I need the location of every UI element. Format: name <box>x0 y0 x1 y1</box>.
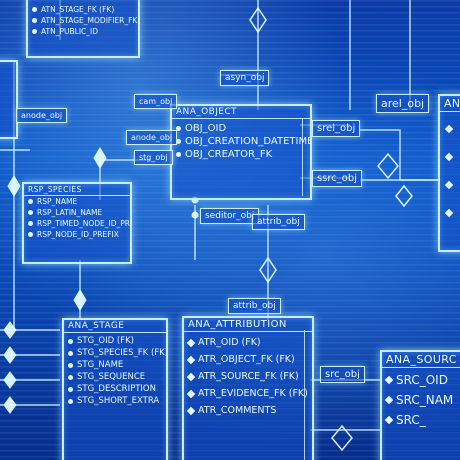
row-label: RSP_LATIN_NAME <box>37 208 103 217</box>
row-label: STG_NAME <box>77 360 124 370</box>
entity-ana-source: ANA_SOURC SRC_OID SRC_NAM SRC_ <box>380 350 460 460</box>
row-label: SRC_NAM <box>396 393 454 407</box>
label-attrib-obj: attrib_obj <box>252 214 305 230</box>
row-label: ATN_STAGE_MODIFIER_FK (FK) <box>41 16 138 25</box>
label-srel-obj: srel_obj <box>312 120 361 137</box>
row-label: STG_SHORT_EXTRA <box>77 396 160 406</box>
diamond-icon <box>93 147 107 169</box>
label-cam-obj: cam_obj <box>134 94 178 109</box>
diamond-icon <box>377 152 399 180</box>
entity-row: STG_DESCRIPTION <box>64 383 166 395</box>
entity-rsp-species: RSP_SPECIES RSP_NAME RSP_LATIN_NAME RSP_… <box>22 182 132 264</box>
row-label: ATN_STAGE_FK (FK) <box>41 5 115 14</box>
entity-row: STG_SHORT_EXTRA <box>64 395 166 407</box>
dot-icon <box>191 211 199 219</box>
entity-row: ATR_SOURCE_FK (FK) <box>184 370 312 383</box>
diamond-icon <box>3 346 17 364</box>
entity-row-markers <box>444 124 454 218</box>
entity-row: RSP_NODE_ID_PREFIX <box>24 229 130 240</box>
row-label: STG_OID (FK) <box>77 336 134 346</box>
row-label: ATR_EVIDENCE_FK (FK) <box>198 388 308 399</box>
entity-row: STG_NAME <box>64 359 166 371</box>
entity-row: SRC_NAM <box>382 392 460 408</box>
label-src-obj: src_obj <box>320 366 365 383</box>
diamond-icon <box>3 321 17 339</box>
label-anode-obj-2: anode_obj <box>126 130 178 145</box>
entity-title: ANA_OBJECT <box>172 106 310 119</box>
diamond-icon <box>3 371 17 389</box>
row-label: STG_DESCRIPTION <box>77 384 156 394</box>
entity-row: OBJ_CREATION_DATETIME <box>172 135 310 148</box>
label-ssrc-obj: ssrc_obj <box>312 170 363 187</box>
label-anode-obj: anode_obj <box>16 108 68 123</box>
entity-row: OBJ_CREATOR_FK <box>172 148 310 161</box>
row-label: ATR_SOURCE_FK (FK) <box>198 371 299 382</box>
entity-title: RSP_SPECIES <box>24 184 130 196</box>
diamond-icon <box>73 289 87 311</box>
label-seditor-obj: seditor_obj <box>200 208 260 224</box>
entity-row: ATN_STAGE_MODIFIER_FK (FK) <box>28 15 138 26</box>
label-stg-obj: stg_obj <box>134 150 173 165</box>
row-label: RSP_NAME <box>37 197 78 206</box>
entity-ana-stage: ANA_STAGE STG_OID (FK) STG_SPECIES_FK (F… <box>62 318 168 460</box>
entity-scrollbar <box>302 118 309 196</box>
entity-title: ANA_STAGE <box>64 320 166 333</box>
entity-row: ATR_OID (FK) <box>184 336 312 349</box>
entity-row: ATN_STAGE_FK (FK) <box>28 4 138 15</box>
entity-row: OBJ_OID <box>172 122 310 135</box>
entity-row: SRC_OID <box>382 372 460 388</box>
diamond-icon <box>444 124 454 134</box>
row-label: SRC_ <box>396 413 426 427</box>
entity-row: ATR_OBJECT_FK (FK) <box>184 353 312 366</box>
entity-row: ATR_EVIDENCE_FK (FK) <box>184 387 312 400</box>
row-label: STG_SEQUENCE <box>77 372 146 382</box>
entity-scrollbar <box>304 330 311 460</box>
row-label: OBJ_OID <box>185 123 227 134</box>
row-label: ATR_OBJECT_FK (FK) <box>198 354 295 365</box>
label-asyn-obj: asyn_obj <box>220 70 270 86</box>
entity-row: RSP_LATIN_NAME <box>24 207 130 218</box>
entity-title: ANA_SOURC <box>382 352 460 368</box>
diamond-icon <box>7 175 21 197</box>
label-attrib-obj-2: attrib_obj <box>228 298 281 314</box>
label-arel-obj: arel_obj <box>376 94 430 113</box>
entity-title: ANA <box>440 96 460 112</box>
diamond-icon <box>444 208 454 218</box>
row-label: ATN_PUBLIC_ID <box>41 27 99 36</box>
row-label: RSP_TIMED_NODE_ID_PREFIX <box>37 219 130 228</box>
entity-ana-right: ANA <box>438 94 460 252</box>
diamond-icon <box>444 152 454 162</box>
diamond-icon <box>395 184 413 208</box>
row-label: ATR_OID (FK) <box>198 337 261 348</box>
entity-title: ANA_ATTRIBUTION <box>184 318 312 332</box>
entity-row: SRC_ <box>382 412 460 428</box>
relation-line <box>220 0 259 76</box>
diamond-icon <box>249 6 267 34</box>
row-label: ATR_COMMENTS <box>198 405 277 416</box>
entity-partial-left <box>0 60 18 139</box>
entity-ana-object: ANA_OBJECT OBJ_OID OBJ_CREATION_DATETIME… <box>170 104 312 200</box>
row-label: SRC_OID <box>396 373 448 387</box>
diamond-icon <box>444 180 454 190</box>
entity-row: STG_OID (FK) <box>64 335 166 347</box>
diamond-icon <box>259 256 277 284</box>
diamond-icon <box>331 424 353 452</box>
entity-atn: ATN_STAGE_FK (FK) ATN_STAGE_MODIFIER_FK … <box>26 0 140 58</box>
relation-line <box>360 129 440 181</box>
entity-row: RSP_NAME <box>24 196 130 207</box>
entity-row: STG_SPECIES_FK (FK) <box>64 347 166 359</box>
row-label: OBJ_CREATION_DATETIME <box>185 136 310 147</box>
entity-row: ATN_PUBLIC_ID <box>28 26 138 37</box>
row-label: RSP_NODE_ID_PREFIX <box>37 230 119 239</box>
entity-row: STG_SEQUENCE <box>64 371 166 383</box>
row-label: STG_SPECIES_FK (FK) <box>77 348 166 358</box>
entity-row: ATR_COMMENTS <box>184 404 312 417</box>
row-label: OBJ_CREATOR_FK <box>185 149 273 160</box>
diamond-icon <box>3 396 17 414</box>
entity-row: RSP_TIMED_NODE_ID_PREFIX <box>24 218 130 229</box>
entity-ana-attribution: ANA_ATTRIBUTION ATR_OID (FK) ATR_OBJECT_… <box>182 316 314 460</box>
